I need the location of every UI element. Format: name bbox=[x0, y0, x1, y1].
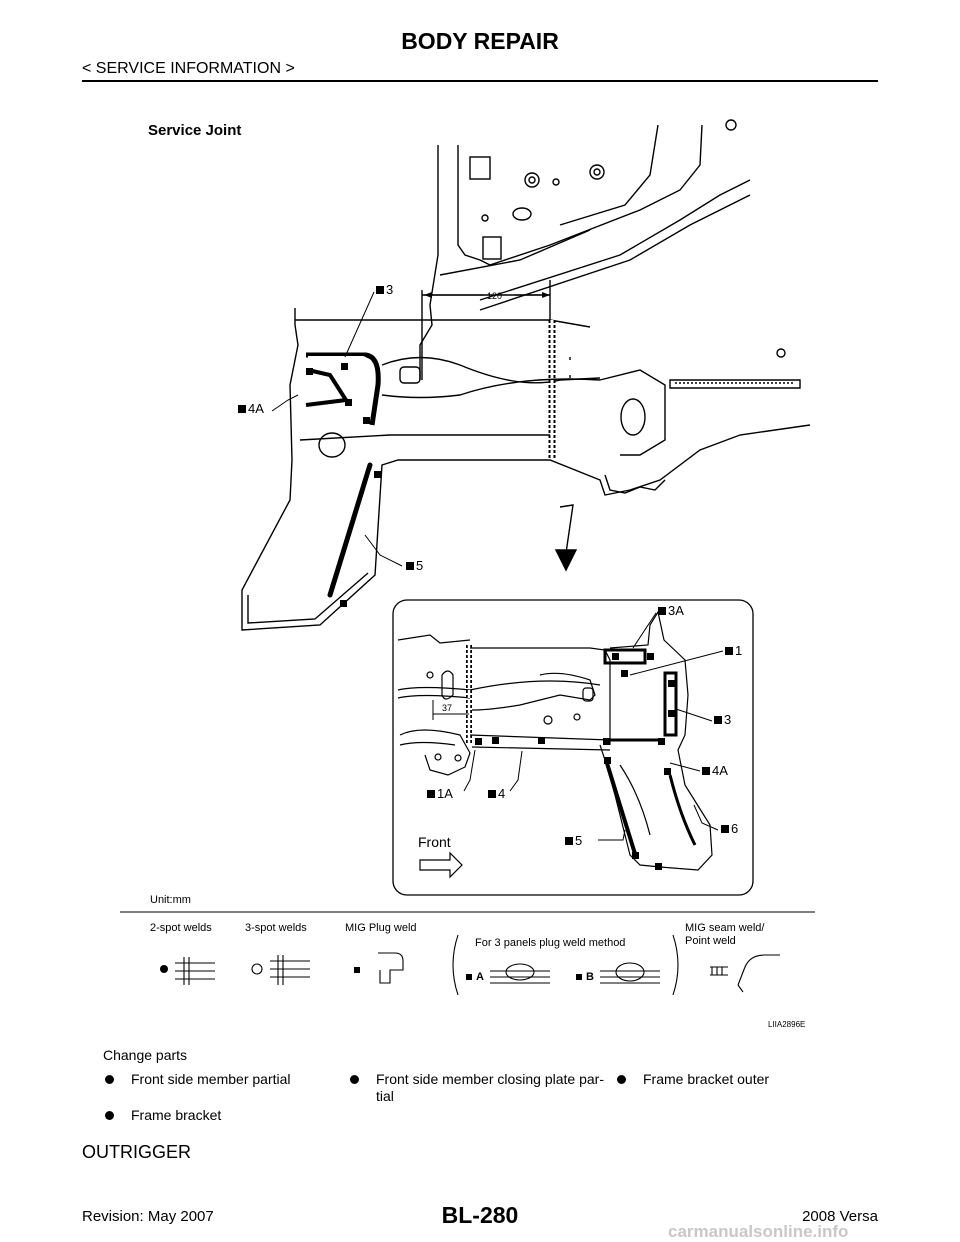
list-item: Front side member partial bbox=[105, 1071, 345, 1088]
list-item: Front side member closing plate par- tia… bbox=[350, 1071, 620, 1105]
inset-callout-3a: 3A bbox=[668, 603, 684, 618]
inset-callout-4a: 4A bbox=[712, 763, 728, 778]
page-title: BODY REPAIR bbox=[401, 28, 559, 54]
legend-label-a: A bbox=[476, 971, 484, 983]
footer-model: 2008 Versa bbox=[802, 1208, 878, 1225]
footer-revision: Revision: May 2007 bbox=[82, 1208, 214, 1225]
figure-title: Service Joint bbox=[148, 122, 241, 139]
figure-code: LIIA2896E bbox=[768, 1020, 805, 1029]
legend-2-spot: 2-spot welds bbox=[150, 922, 212, 934]
bullet-icon bbox=[617, 1075, 626, 1084]
dimension-37: 37 bbox=[442, 703, 452, 713]
list-item: Frame bracket bbox=[105, 1107, 345, 1124]
inset-detail-frame bbox=[392, 599, 754, 896]
header-divider bbox=[82, 80, 878, 82]
bullet-icon bbox=[350, 1075, 359, 1084]
change-parts-label: Change parts bbox=[103, 1047, 188, 1063]
legend-3-panels: For 3 panels plug weld method bbox=[475, 937, 625, 949]
inset-callout-6: 6 bbox=[731, 821, 738, 836]
legend-label-b: B bbox=[586, 971, 594, 983]
watermark: carmanualsonline.info bbox=[668, 1222, 849, 1241]
weld-symbol-legend: 2-spot welds 3-spot welds MIG Plug weld … bbox=[150, 922, 780, 996]
dimension-120: 120 bbox=[487, 291, 502, 301]
section-heading: OUTRIGGER bbox=[82, 1142, 192, 1162]
service-joint-illustration: 120 3 4A 5 Service Joint bbox=[120, 119, 815, 1029]
unit-label: Unit:mm bbox=[150, 894, 191, 906]
legend-mig-plug: MIG Plug weld bbox=[345, 922, 417, 934]
section-breadcrumb: < SERVICE INFORMATION > bbox=[82, 60, 295, 77]
legend-seam-1: MIG seam weld/ bbox=[685, 922, 765, 934]
inset-callout-4: 4 bbox=[498, 786, 505, 801]
legend-seam-2: Point weld bbox=[685, 935, 736, 947]
footer-page-number: BL-280 bbox=[441, 1202, 519, 1228]
legend-3-spot: 3-spot welds bbox=[245, 922, 307, 934]
inset-callout-5: 5 bbox=[575, 833, 582, 848]
callout-3: 3 bbox=[386, 282, 393, 297]
bullet-icon bbox=[105, 1075, 114, 1084]
callout-4a: 4A bbox=[248, 401, 264, 416]
bullet-icon bbox=[105, 1111, 114, 1120]
callout-5: 5 bbox=[416, 558, 423, 573]
list-item: Frame bracket outer bbox=[617, 1071, 867, 1088]
inset-callout-1: 1 bbox=[735, 643, 742, 658]
inset-callout-3: 3 bbox=[724, 712, 731, 727]
front-direction-label: Front bbox=[418, 834, 451, 850]
inset-callout-1a: 1A bbox=[437, 786, 453, 801]
